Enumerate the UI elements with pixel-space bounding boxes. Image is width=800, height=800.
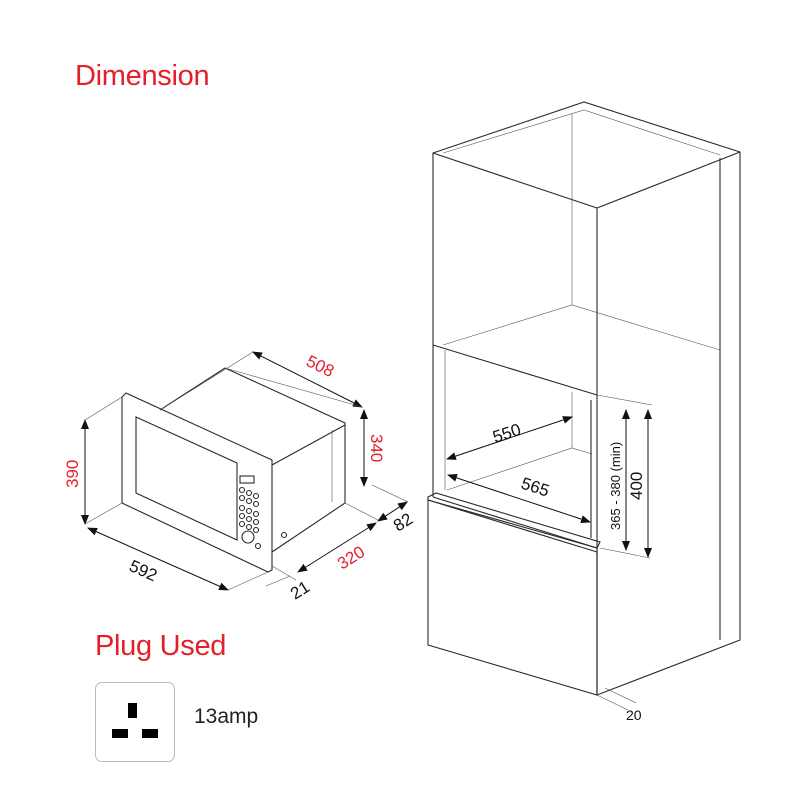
microwave-window: [135, 416, 238, 541]
microwave-dial: [241, 530, 255, 544]
microwave-body-height-label: 340: [367, 434, 386, 462]
live-pin: [112, 729, 128, 738]
inner-width-label: 550: [490, 420, 523, 447]
cabinet-drawing: 550 565 365 - 380 (min) 400 20: [427, 101, 741, 723]
cabinet-bottom-box: [427, 499, 598, 696]
rear-gap-label: 82: [390, 509, 416, 535]
opening-height-label: 400: [627, 472, 646, 500]
dimension-heading: Dimension: [75, 60, 210, 92]
microwave-height-label: 390: [63, 460, 82, 488]
microwave-depth-label: 508: [303, 352, 337, 382]
microwave-width-label: 592: [126, 556, 160, 585]
plug-used-heading: Plug Used: [95, 630, 227, 662]
neutral-pin: [142, 729, 158, 738]
bottom-offset-label: 20: [626, 707, 642, 723]
microwave-keypad: [238, 486, 288, 550]
uk-3-pin-plug-icon: [95, 682, 175, 762]
outer-width-label: 565: [519, 474, 552, 501]
cabinet-shelf: [427, 492, 601, 549]
plug-rating: 13amp: [194, 705, 259, 728]
frame-thickness-label: 21: [287, 577, 313, 603]
earth-pin: [128, 703, 137, 718]
microwave-drawing: 390 592 508 340 320 82 21: [63, 352, 416, 604]
microwave-body-depth-label: 320: [334, 542, 368, 573]
opening-min-height-label: 365 - 380 (min): [608, 442, 623, 530]
cabinet-top-box: [432, 101, 741, 696]
microwave-display: [239, 475, 255, 484]
